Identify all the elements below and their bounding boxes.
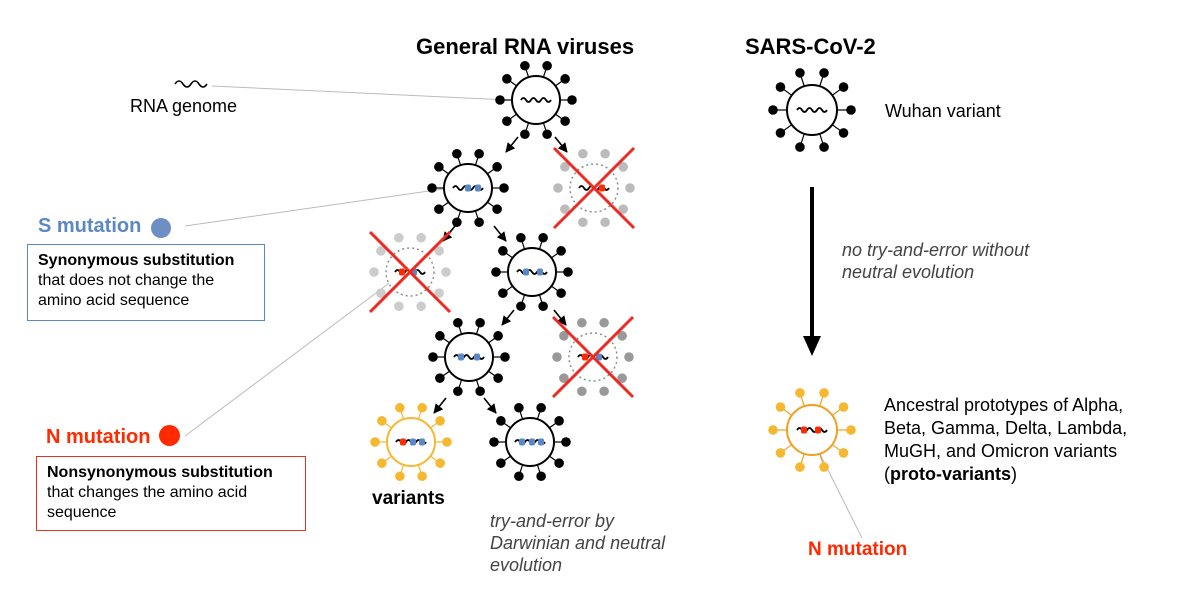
s-mutation-dot-icon <box>151 218 171 238</box>
virus-group <box>368 60 856 482</box>
wuhan-variant-label: Wuhan variant <box>885 101 1001 121</box>
variants-label: variants <box>372 488 445 509</box>
virus-l1-left <box>427 148 509 228</box>
n-mutation-label-right: N mutation <box>808 539 908 560</box>
virus-l2-left-dead <box>368 230 452 314</box>
rna-genome-label: RNA genome <box>130 96 238 116</box>
virus-l1-right-dead <box>552 146 636 230</box>
virus-variant-gold <box>370 402 452 482</box>
ancestral-prefix: Ancestral prototypes of Alpha, Beta, Gam… <box>884 395 1128 484</box>
try-and-error-label: try-and-error by Darwinian and neutral e… <box>490 511 666 575</box>
virus-l3-left <box>428 317 510 397</box>
header-general-rna-viruses: General RNA viruses <box>416 34 635 59</box>
proto-variants-label: proto-variants <box>890 464 1012 484</box>
virus-variant-black <box>489 402 571 482</box>
evolution-arrowhead <box>803 336 821 356</box>
virus-l3-right-dead <box>551 315 635 399</box>
virus-proto <box>768 388 856 472</box>
nonsynonymous-title: Nonsynonymous substitution <box>47 464 273 481</box>
virus-l2-right <box>491 232 573 312</box>
nonsynonymous-desc: that changes the amino acid sequence <box>47 484 248 521</box>
no-try-and-error-label: no try-and-error without neutral evoluti… <box>842 240 1030 282</box>
ancestral-prototypes-label: Ancestral prototypes of Alpha, Beta, Gam… <box>884 394 1154 486</box>
synonymous-box: Synonymous substitution that does not ch… <box>27 244 265 321</box>
synonymous-title: Synonymous substitution <box>38 252 235 269</box>
tree-arrows <box>433 136 568 414</box>
s-mutation-label: S mutation <box>38 215 142 237</box>
synonymous-desc: that does not change the amino acid sequ… <box>38 272 215 309</box>
rna-genome-icon <box>174 80 208 88</box>
virus-wuhan <box>768 68 856 152</box>
nonsynonymous-box: Nonsynonymous substitution that changes … <box>36 456 306 531</box>
n-mutation-label: N mutation <box>46 426 151 448</box>
virus-root <box>495 60 577 140</box>
ancestral-suffix: ) <box>1011 464 1018 484</box>
header-sars-cov-2: SARS-CoV-2 <box>745 34 876 59</box>
n-mutation-dot-icon <box>159 425 180 446</box>
